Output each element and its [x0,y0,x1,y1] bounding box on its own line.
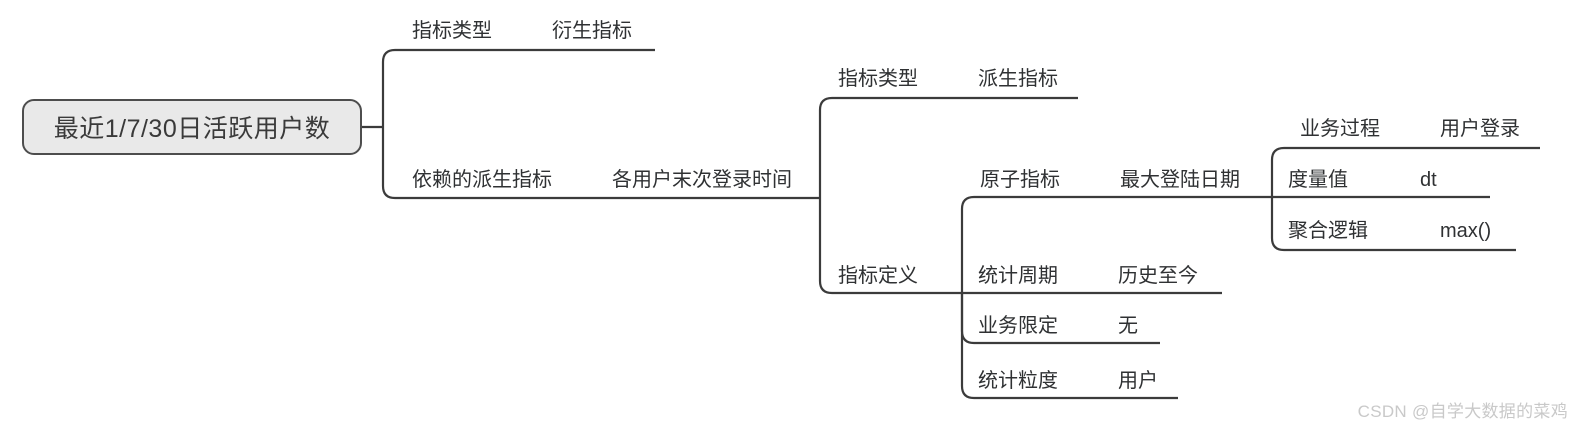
node-value-max-login-date[interactable]: 最大登陆日期 [1120,169,1240,191]
node-label-metric-type-1[interactable]: 指标类型 [412,20,492,42]
node-label-stat-granularity[interactable]: 统计粒度 [978,370,1058,392]
node-label-metric-definition[interactable]: 指标定义 [838,265,918,287]
node-label-metric-type-2[interactable]: 指标类型 [838,68,918,90]
node-value-user[interactable]: 用户 [1118,370,1158,392]
node-label-aggregation-logic[interactable]: 聚合逻辑 [1288,220,1368,242]
node-label-measure-value[interactable]: 度量值 [1288,169,1348,191]
node-value-derivative-metric[interactable]: 衍生指标 [552,20,632,42]
node-label-atomic-metric[interactable]: 原子指标 [980,169,1060,191]
node-value-max-func[interactable]: max() [1440,220,1492,242]
node-label-business-limit[interactable]: 业务限定 [978,315,1058,337]
node-label-stat-cycle[interactable]: 统计周期 [978,265,1058,287]
root-node[interactable]: 最近1/7/30日活跃用户数 [22,99,362,155]
watermark: CSDN @自学大数据的菜鸡 [1357,402,1568,421]
node-label-business-process[interactable]: 业务过程 [1300,118,1380,140]
edge-spine1-top [381,48,655,127]
root-node-label: 最近1/7/30日活跃用户数 [53,115,331,143]
node-value-last-login-time[interactable]: 各用户末次登录时间 [612,169,792,191]
node-value-derived-metric[interactable]: 派生指标 [978,68,1058,90]
node-label-dependent-derived-metric[interactable]: 依赖的派生指标 [412,169,552,191]
node-value-history-to-now[interactable]: 历史至今 [1118,265,1198,287]
node-value-dt[interactable]: dt [1420,169,1437,191]
node-value-user-login[interactable]: 用户登录 [1440,118,1520,140]
node-value-none[interactable]: 无 [1118,315,1138,337]
